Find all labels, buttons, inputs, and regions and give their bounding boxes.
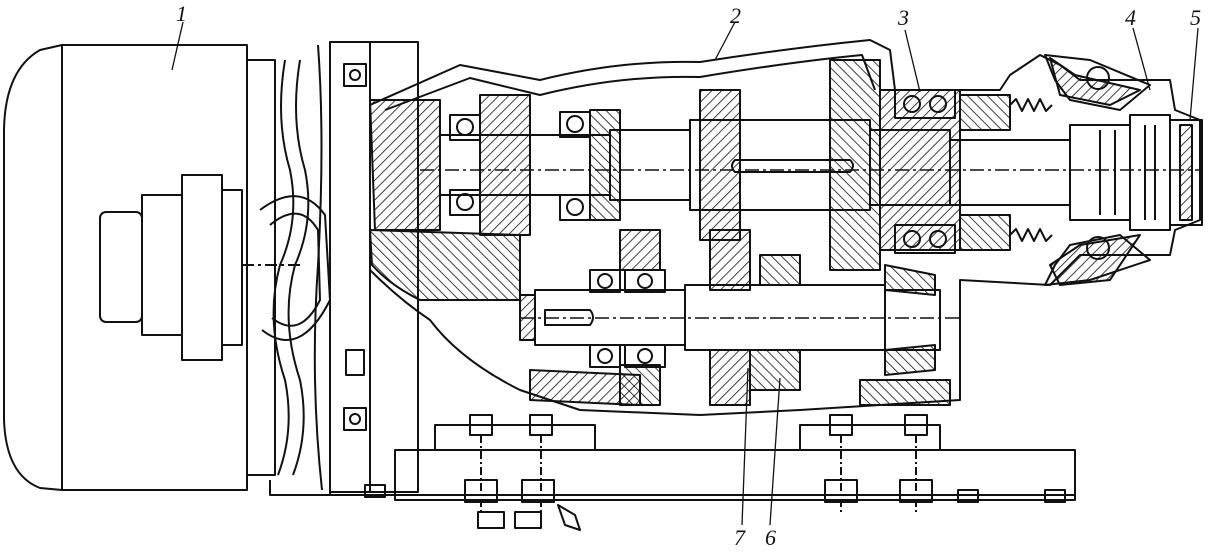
callout-label-6: 6 [765, 525, 776, 550]
gearbox-housing [369, 39, 1201, 416]
callout-label-1: 1 [176, 1, 187, 26]
base-frame [269, 414, 1076, 531]
callout-label-5: 5 [1190, 5, 1201, 30]
input-shaft [420, 59, 1200, 271]
leader-lines [171, 21, 1199, 526]
flexible-coupling [259, 44, 331, 491]
callout-label-3: 3 [898, 5, 909, 30]
output-chuck [1009, 54, 1203, 286]
electric-motor [3, 44, 300, 491]
callout-label-4: 4 [1125, 5, 1136, 30]
callout-label-7: 7 [734, 525, 745, 550]
output-gear [619, 229, 801, 406]
bearings [449, 89, 956, 254]
callout-label-2: 2 [730, 3, 741, 28]
